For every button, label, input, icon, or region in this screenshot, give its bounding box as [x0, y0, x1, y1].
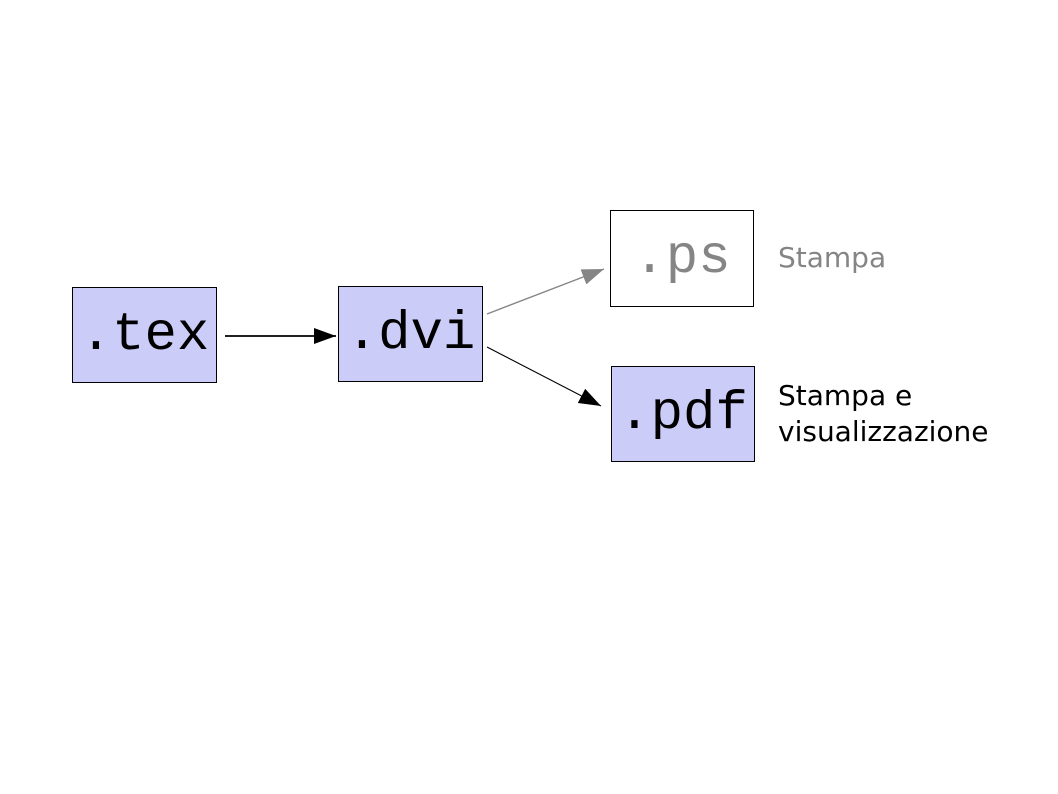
ps-annotation-text: Stampa: [778, 241, 887, 274]
node-dvi: .dvi: [338, 286, 483, 382]
node-tex: .tex: [72, 287, 217, 383]
arrow-dvi-to-pdf: [486, 346, 602, 407]
pdf-annotation: Stampa e visualizzazione: [778, 378, 989, 450]
node-pdf-label: .pdf: [618, 383, 748, 445]
node-ps: .ps: [610, 210, 754, 307]
node-ps-label: .ps: [633, 228, 731, 289]
pdf-annotation-line1: Stampa e: [778, 379, 913, 412]
node-pdf: .pdf: [611, 366, 755, 462]
pdf-annotation-line2: visualizzazione: [778, 415, 989, 448]
node-tex-label: .tex: [79, 304, 210, 366]
node-dvi-label: .dvi: [345, 303, 476, 365]
ps-annotation: Stampa: [778, 240, 886, 276]
arrow-dvi-to-ps: [486, 268, 605, 315]
